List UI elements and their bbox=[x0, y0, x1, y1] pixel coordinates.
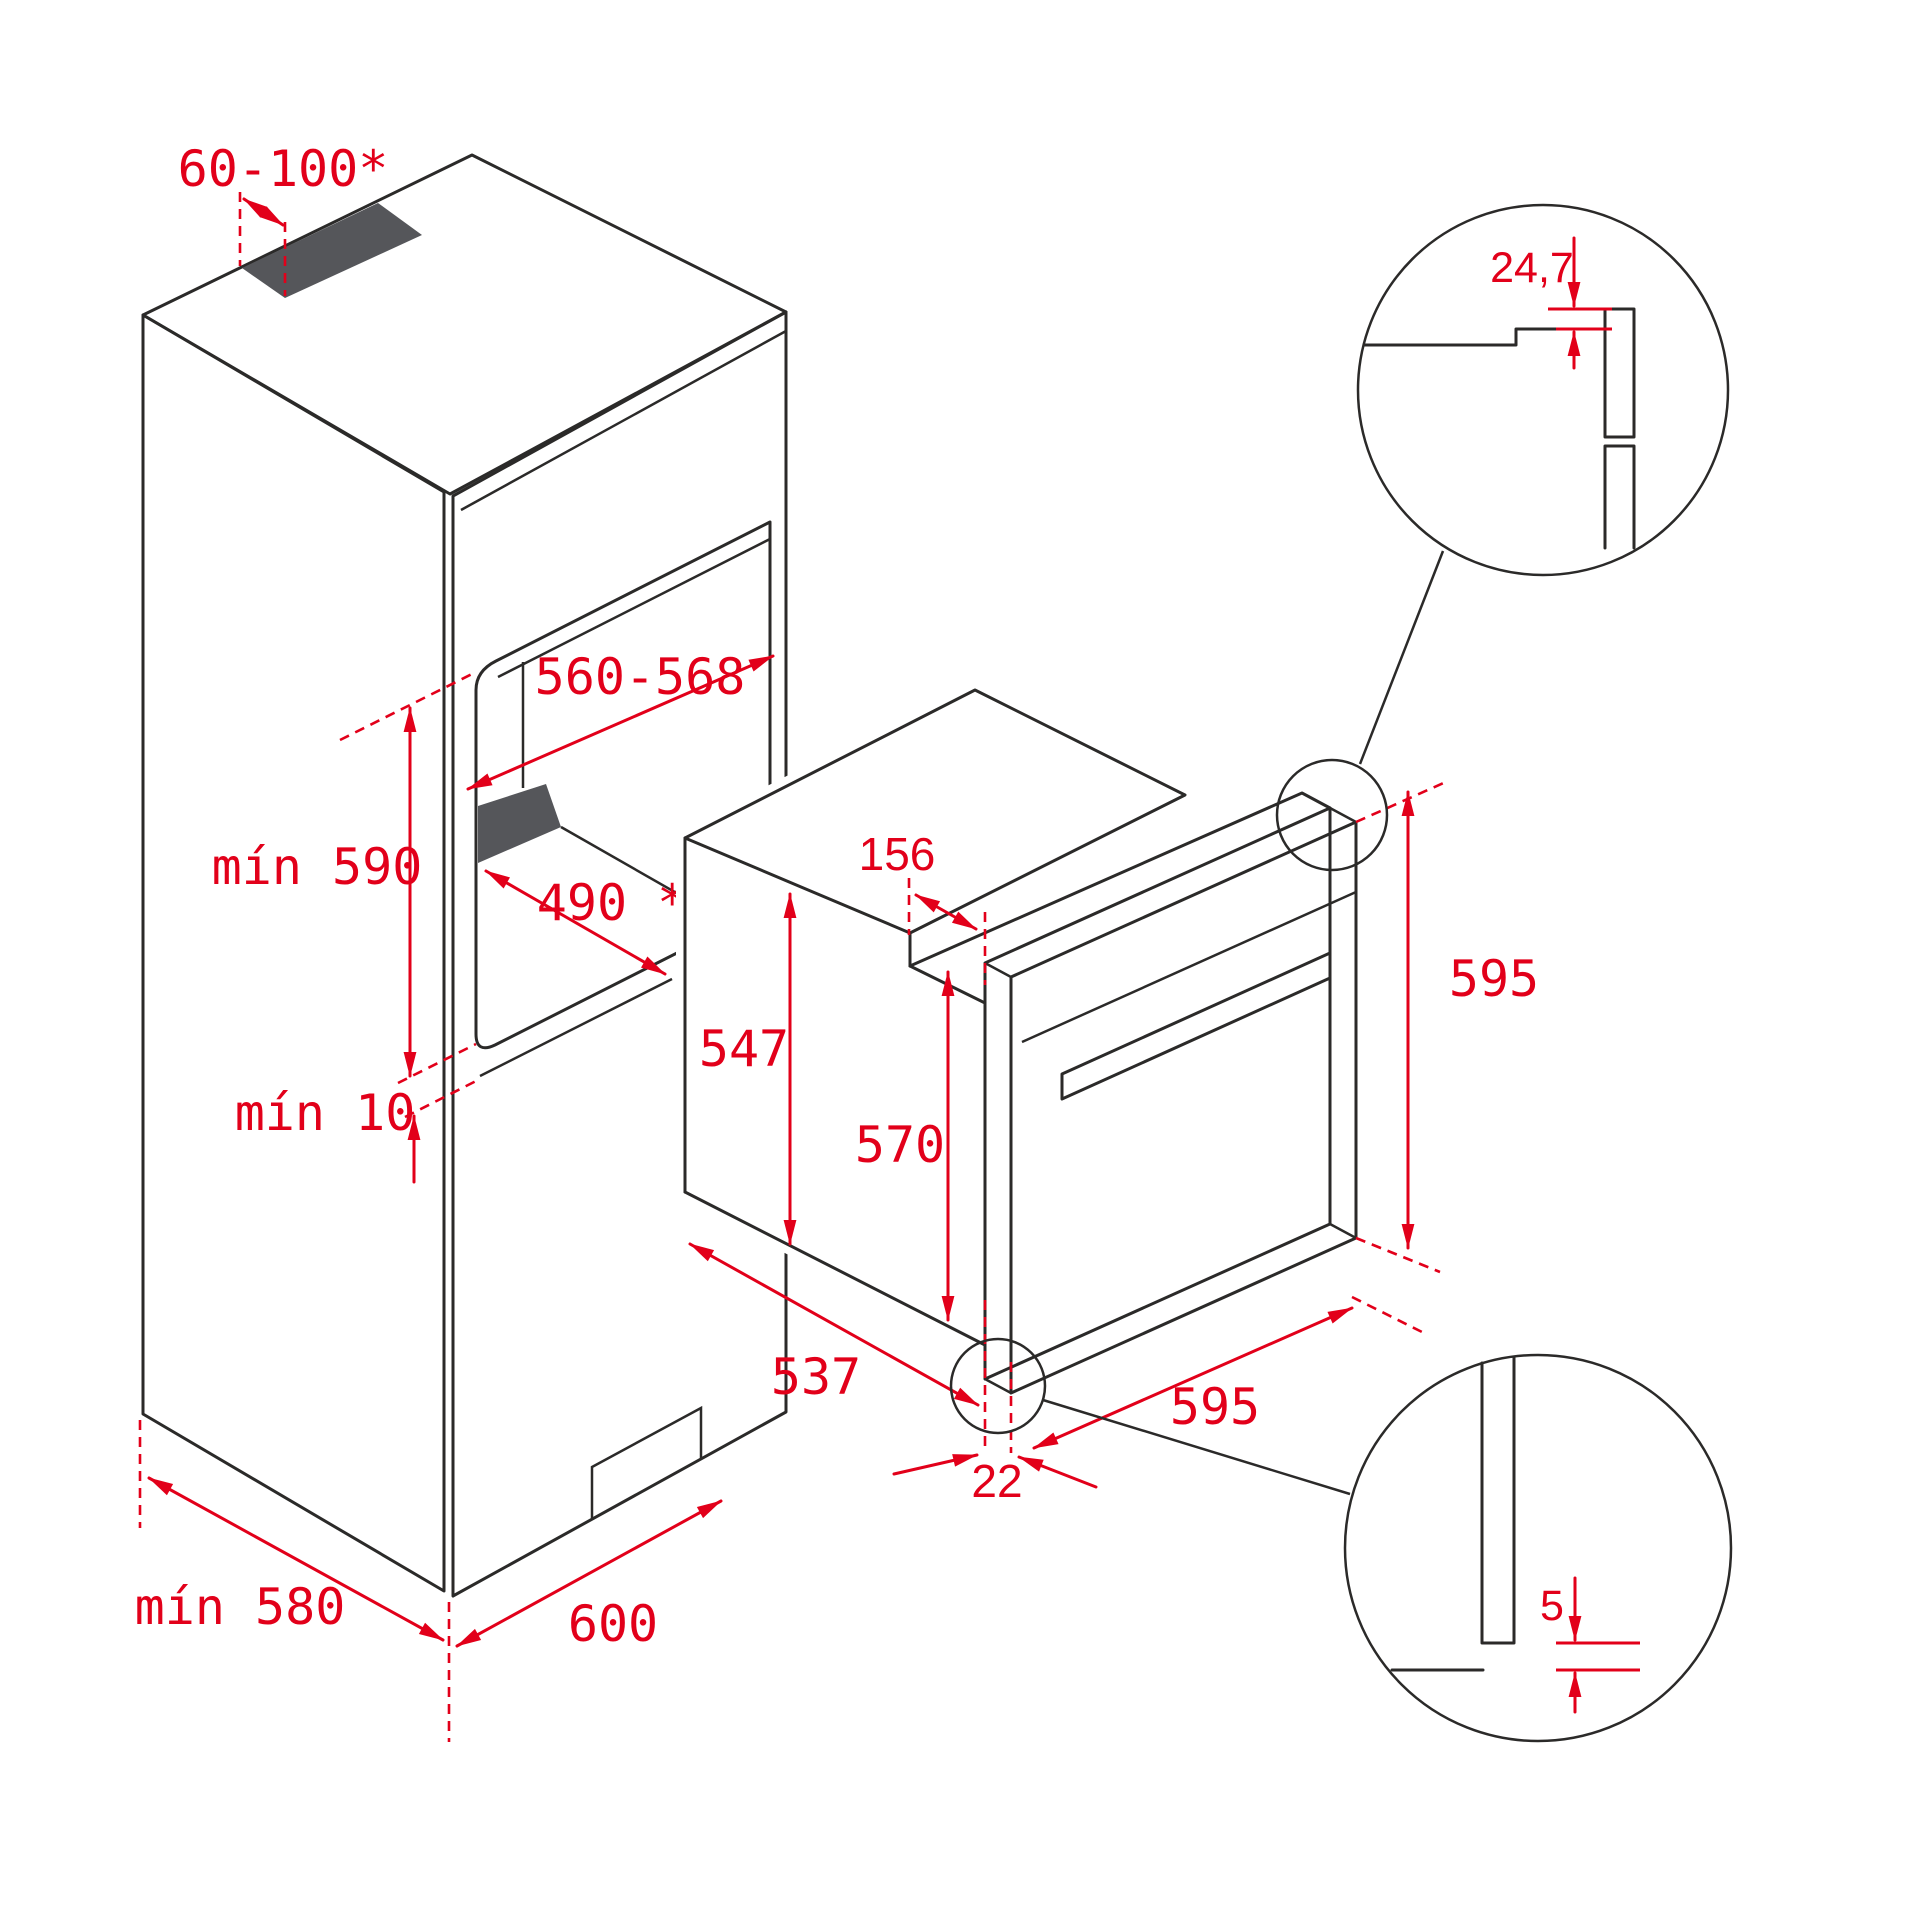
tall-cabinet bbox=[141, 153, 788, 1598]
detail-top-label: 24,7 bbox=[1490, 244, 1574, 292]
vent-slot-label: 60-100* bbox=[178, 140, 389, 198]
door-height-label: 570 bbox=[855, 1116, 945, 1174]
dim-top-recess: 156 bbox=[859, 828, 987, 985]
leader-top-detail bbox=[1358, 550, 1445, 765]
frame-thickness-label: 22 bbox=[971, 1455, 1022, 1507]
detail-bottom-door-panel bbox=[1480, 1355, 1516, 1645]
niche-shelf-line bbox=[560, 825, 695, 905]
oven-top-front-band bbox=[908, 791, 1332, 968]
dim-cabinet-width: 600 bbox=[455, 1499, 723, 1653]
dim-bottom-gap: mín 10 bbox=[235, 1077, 481, 1184]
oven-handle bbox=[1060, 951, 1332, 1101]
dim-vent-slot: 60-100* bbox=[178, 140, 389, 296]
dim-frame-thickness: 22 bbox=[892, 1300, 1098, 1507]
top-recess-label: 156 bbox=[859, 828, 936, 880]
dim-body-depth: 537 bbox=[688, 1242, 980, 1407]
detail-top-step-profile bbox=[1362, 327, 1607, 347]
cabinet-plinth-notch bbox=[590, 1405, 703, 1520]
bottom-gap-label: mín 10 bbox=[235, 1084, 416, 1142]
niche-bottom-panel-line bbox=[479, 977, 673, 1078]
detail-top: 24,7 bbox=[1356, 203, 1730, 577]
cabinet-vent-slot bbox=[242, 203, 422, 298]
detail-top-door-bar bbox=[1603, 444, 1636, 550]
niche-shelf-edge bbox=[478, 784, 561, 863]
oven-door-top-line bbox=[1021, 890, 1357, 1044]
shelf-depth-label: 490 * bbox=[537, 874, 688, 932]
niche-width-label: 560-568 bbox=[535, 648, 746, 706]
niche-height-label: mín 590 bbox=[212, 838, 423, 896]
dim-oven-height: 595 bbox=[1355, 779, 1539, 1274]
cabinet-top-face bbox=[141, 153, 788, 496]
cabinet-left-face bbox=[141, 313, 446, 1593]
dim-shelf-depth: 490 * bbox=[484, 869, 688, 976]
oven-top-face bbox=[683, 688, 1187, 935]
body-height-label: 547 bbox=[699, 1020, 789, 1078]
leader-bottom-detail bbox=[1042, 1398, 1351, 1496]
detail-top-circle bbox=[1356, 203, 1730, 577]
oven-width-label: 595 bbox=[1170, 1378, 1260, 1436]
callout-circle-bottom-corner bbox=[949, 1337, 1047, 1435]
cabinet-depth-label: mín 580 bbox=[135, 1578, 346, 1636]
cabinet-width-label: 600 bbox=[568, 1595, 658, 1653]
body-depth-label: 537 bbox=[771, 1348, 861, 1406]
dim-body-height: 547 bbox=[699, 892, 797, 1246]
detail-top-frame-bar bbox=[1603, 307, 1636, 439]
detail-bottom-label: 5 bbox=[1540, 1582, 1564, 1630]
dim-cabinet-depth: mín 580 bbox=[135, 1420, 451, 1742]
dim-niche-height: mín 590 bbox=[212, 670, 477, 1085]
callout-circle-top-corner bbox=[1275, 758, 1389, 872]
oven-dimensions: 156 547 570 537 22 595 bbox=[688, 779, 1539, 1507]
detail-bottom-circle bbox=[1343, 1353, 1733, 1743]
detail-callouts: 24,7 5 bbox=[949, 203, 1733, 1743]
detail-bottom: 5 bbox=[1343, 1353, 1733, 1743]
cabinet-right-face bbox=[451, 310, 788, 1598]
cabinet-right-face-inner-edge bbox=[460, 329, 787, 512]
frame-corner-edges bbox=[984, 806, 1357, 1395]
dim-oven-width: 595 bbox=[1032, 1295, 1427, 1450]
dim-niche-width: 560-568 bbox=[466, 648, 775, 791]
oven-height-label: 595 bbox=[1449, 950, 1539, 1008]
niche-inner-top-line bbox=[497, 537, 771, 679]
cabinet-dimensions: 60-100* 560-568 mín 590 490 * mín 10 bbox=[135, 140, 775, 1742]
